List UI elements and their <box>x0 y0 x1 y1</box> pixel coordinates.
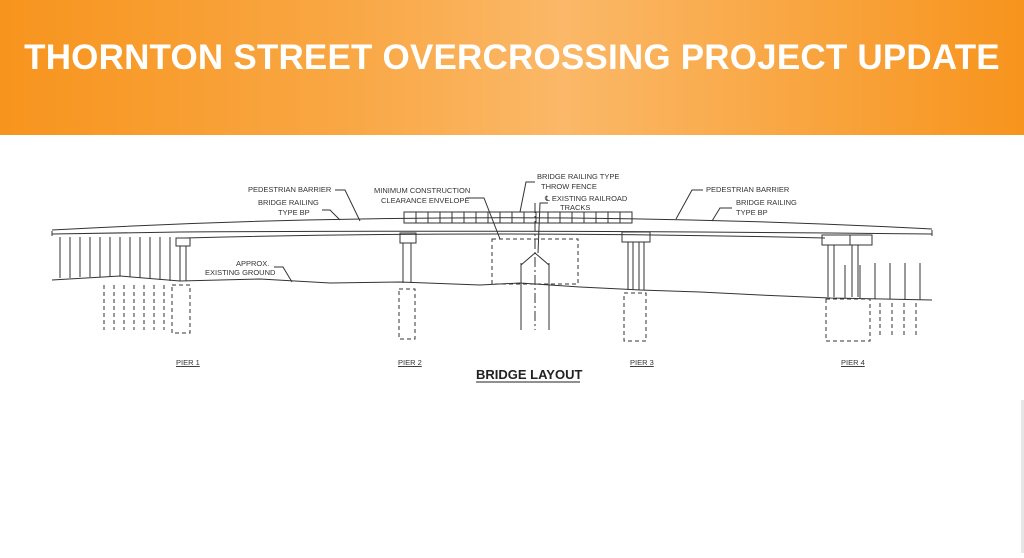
label-ground-2: EXISTING GROUND <box>205 268 276 277</box>
throw-fence <box>403 211 633 224</box>
leader-tracks <box>537 202 548 254</box>
label-pier-1: PIER 1 <box>176 358 200 367</box>
leader-ped-barrier-right <box>675 189 703 220</box>
label-throw-fence-1: BRIDGE RAILING TYPE <box>537 172 619 181</box>
label-ped-barrier-left: PEDESTRIAN BARRIER <box>248 185 332 194</box>
label-ground-1: APPROX. <box>236 259 269 268</box>
left-piles <box>103 285 165 330</box>
label-ped-barrier-right: PEDESTRIAN BARRIER <box>706 185 790 194</box>
drawing-title: BRIDGE LAYOUT <box>476 367 582 382</box>
leader-railing-left <box>322 209 341 221</box>
label-pier-2: PIER 2 <box>398 358 422 367</box>
pier-4 <box>821 234 873 342</box>
label-clearance-1: MINIMUM CONSTRUCTION <box>374 186 470 195</box>
deck-bottom-line <box>184 233 826 239</box>
pier-2 <box>398 232 417 340</box>
right-approach-fill <box>844 263 921 300</box>
slide-title: THORNTON STREET OVERCROSSING PROJECT UPD… <box>24 38 1000 77</box>
window-edge <box>1021 400 1024 553</box>
callout-labels: PEDESTRIAN BARRIER BRIDGE RAILING TYPE B… <box>205 172 797 277</box>
label-pier-3: PIER 3 <box>630 358 654 367</box>
label-throw-fence-2: THROW FENCE <box>541 182 597 191</box>
label-pier-4: PIER 4 <box>841 358 865 367</box>
label-railing-left-1: BRIDGE RAILING <box>258 198 319 207</box>
label-railing-left-2: TYPE BP <box>278 208 310 217</box>
pier-labels: PIER 1 PIER 2 PIER 3 PIER 4 <box>176 358 865 367</box>
title-banner: THORNTON STREET OVERCROSSING PROJECT UPD… <box>0 0 1024 135</box>
leader-clearance <box>466 197 501 240</box>
pier-1 <box>171 237 191 334</box>
deck-top-line <box>51 217 933 231</box>
left-approach-fill <box>59 237 171 281</box>
label-railing-right-2: TYPE BP <box>736 208 768 217</box>
throw-fence-posts <box>415 212 621 223</box>
leader-railing-right <box>711 207 732 222</box>
bridge-layout-drawing: PEDESTRIAN BARRIER BRIDGE RAILING TYPE B… <box>0 135 1024 553</box>
track-arrows <box>520 252 550 266</box>
label-rail-tracks-2: TRACKS <box>560 203 590 212</box>
bridge-elevation-svg: PEDESTRIAN BARRIER BRIDGE RAILING TYPE B… <box>51 172 933 383</box>
leader-ped-barrier-left <box>335 189 361 222</box>
leader-throw-fence <box>519 181 535 213</box>
label-clearance-2: CLEARANCE ENVELOPE <box>381 196 469 205</box>
existing-ground-line <box>51 275 933 301</box>
pier-3 <box>621 231 651 342</box>
right-piles <box>879 303 917 335</box>
label-rail-tracks-1: ℄ EXISTING RAILROAD <box>544 194 628 203</box>
leader-ground <box>274 266 293 283</box>
label-railing-right-1: BRIDGE RAILING <box>736 198 797 207</box>
